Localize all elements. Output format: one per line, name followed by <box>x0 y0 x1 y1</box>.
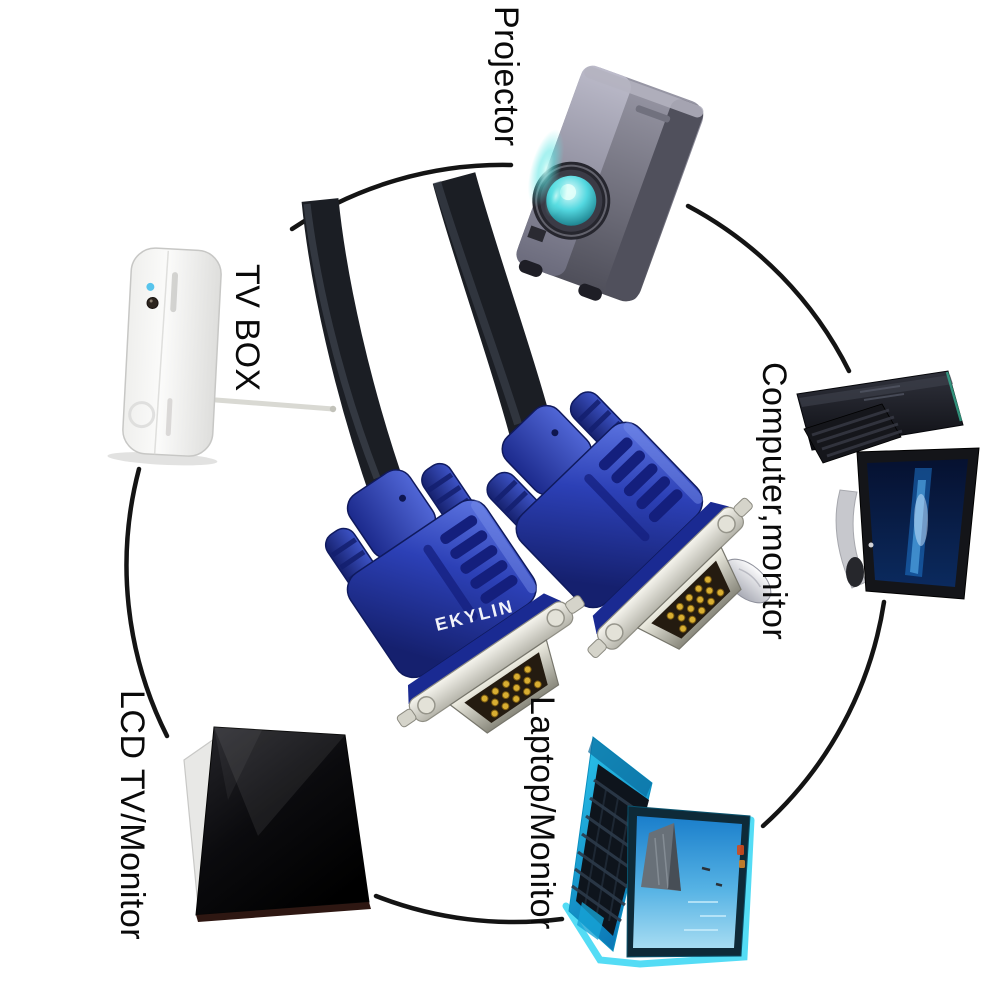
vga-cables <box>301 172 554 505</box>
projector-light-glow-small <box>544 174 568 218</box>
connection-circle <box>124 162 887 925</box>
monitor-logo-dot <box>868 542 874 548</box>
laptop-key-columns <box>584 789 631 922</box>
laptop-illustration <box>562 736 755 968</box>
projector-vent <box>635 105 671 123</box>
label-laptop-monitor: Laptop/Monitor <box>523 696 562 930</box>
projector-front-detail <box>527 225 547 243</box>
lcd-tv-gloss <box>214 727 345 836</box>
computer-mouse-seam <box>738 568 761 588</box>
tv-box-antenna-tip <box>329 405 337 413</box>
vga-cable-right-highlight <box>433 180 522 426</box>
projector-side <box>605 99 704 301</box>
tv-box-led <box>146 282 155 291</box>
tv-box-illustration <box>107 247 337 466</box>
lcd-tv-gloss-2 <box>214 727 262 800</box>
projector-top-highlight <box>584 66 704 118</box>
tv-box-antenna <box>213 397 336 412</box>
label-projector: Projector <box>487 6 526 147</box>
lcd-tv-bottom-edge <box>196 902 371 922</box>
computer-tower-bezel <box>799 375 953 407</box>
label-lcd-tv-monitor: LCD TV/Monitor <box>113 690 152 941</box>
computer-keyboard-keys <box>811 408 903 458</box>
tv-box-camera-dot <box>146 297 159 310</box>
laptop-deck-lip <box>588 737 652 797</box>
laptop-sail-shadow <box>668 823 681 891</box>
circle-arc-left <box>124 466 170 739</box>
label-tv-box: TV BOX <box>228 264 267 392</box>
tv-box-vent <box>170 272 179 313</box>
monitor-aurora-glint <box>914 494 928 546</box>
circle-arc-right <box>760 599 887 829</box>
projector-foot <box>518 259 543 277</box>
laptop-touchpad <box>577 902 604 940</box>
laptop-cyan-rim <box>562 816 755 968</box>
laptop-sticker-red <box>737 845 744 855</box>
circle-arc-bottom <box>373 893 565 925</box>
tv-box-camera-glint <box>149 299 153 303</box>
projector-foot <box>578 283 602 301</box>
computer-tower-accent <box>945 371 963 422</box>
projector-illustration <box>516 65 704 302</box>
laptop-sail-texture <box>654 833 669 889</box>
tv-box-logo-mark <box>128 401 156 429</box>
monitor-stand-shadow <box>846 557 864 587</box>
vga-cable-left-highlight <box>303 203 381 480</box>
vga-cable-right <box>432 172 554 440</box>
computer-tower-slots <box>859 385 905 401</box>
laptop-sea-boats <box>701 866 723 887</box>
computer-monitor-illustration <box>722 370 980 604</box>
projector-light-glow <box>527 129 565 207</box>
label-computer-monitor: Computer,monitor <box>755 362 794 641</box>
lcd-tv-illustration <box>183 726 371 922</box>
laptop-sea-sparkles <box>684 901 726 931</box>
tv-box-vent <box>165 398 173 437</box>
laptop-sticker-orange <box>739 860 745 868</box>
vga-cable-left <box>301 198 408 505</box>
tv-box-seam <box>153 250 170 455</box>
circle-arc-top-right <box>685 203 852 374</box>
